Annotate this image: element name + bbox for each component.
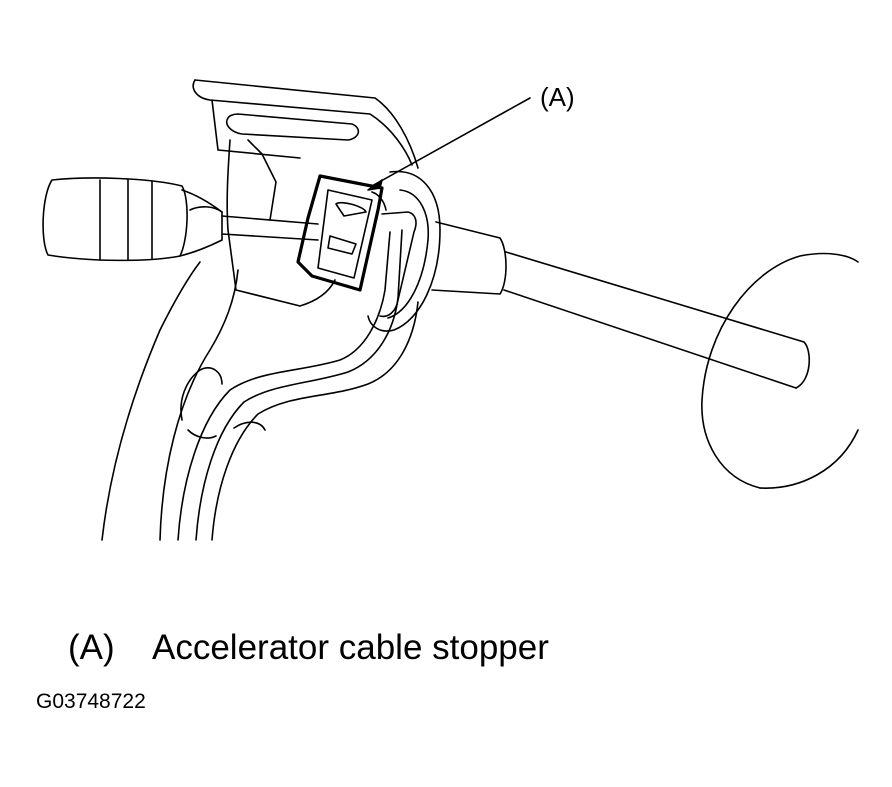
shaft-upper: [505, 251, 805, 343]
legend-key: (A): [68, 628, 115, 667]
bracket-edge: [194, 79, 419, 169]
arm-outer-left: [101, 261, 201, 541]
pivot-boss-inner: [387, 189, 430, 319]
arm-body-rear: [211, 301, 419, 541]
callout-label-a: (A): [540, 82, 575, 112]
pivot-boss: [367, 170, 441, 332]
pedal-pad-lower: [759, 429, 859, 489]
arm-body-edge: [233, 421, 266, 431]
legend: (A) Accelerator cable stopper: [68, 628, 549, 668]
arm-body-front-inner: [195, 229, 403, 541]
shaft-lower: [503, 289, 797, 389]
shaft-collar: [431, 221, 507, 295]
bracket-side: [211, 99, 301, 159]
figure-code: G03748722: [36, 690, 146, 713]
mounting-bracket: [192, 79, 419, 169]
arm-outer-left-2: [159, 269, 239, 541]
stopper-outline: [296, 174, 384, 292]
screwdriver-ferrule-cap: [189, 206, 223, 213]
arm-upper-face-edge: [247, 139, 277, 221]
screwdriver-handle: [42, 177, 188, 262]
legend-description: Accelerator cable stopper: [152, 628, 549, 667]
accelerator-pedal-illustration: [42, 79, 859, 541]
arm-upper-face: [226, 139, 336, 307]
stopper-spring-arc: [371, 191, 387, 211]
screwdriver-ferrule: [179, 189, 223, 257]
leader-line: [371, 97, 531, 187]
bracket-outline: [192, 79, 413, 166]
stopper-slot-lower: [327, 235, 357, 255]
shaft-end: [795, 341, 811, 389]
arm-body-front: [177, 231, 391, 541]
screwdriver: [42, 177, 319, 262]
arm-lower-flare: [180, 367, 223, 421]
pedal-pad: [701, 252, 859, 489]
pedal-shaft: [431, 221, 811, 389]
stopper-slot: [335, 201, 367, 217]
callout-leader: [367, 97, 531, 191]
arm-lower-rib: [187, 429, 217, 439]
stopper-inner: [317, 189, 373, 279]
bracket-slot: [226, 113, 360, 141]
pedal-arm: [101, 139, 419, 541]
cable-stopper-assembly: [296, 170, 441, 332]
stopper-front-face: [379, 211, 417, 318]
leader-arrowhead: [367, 179, 383, 191]
